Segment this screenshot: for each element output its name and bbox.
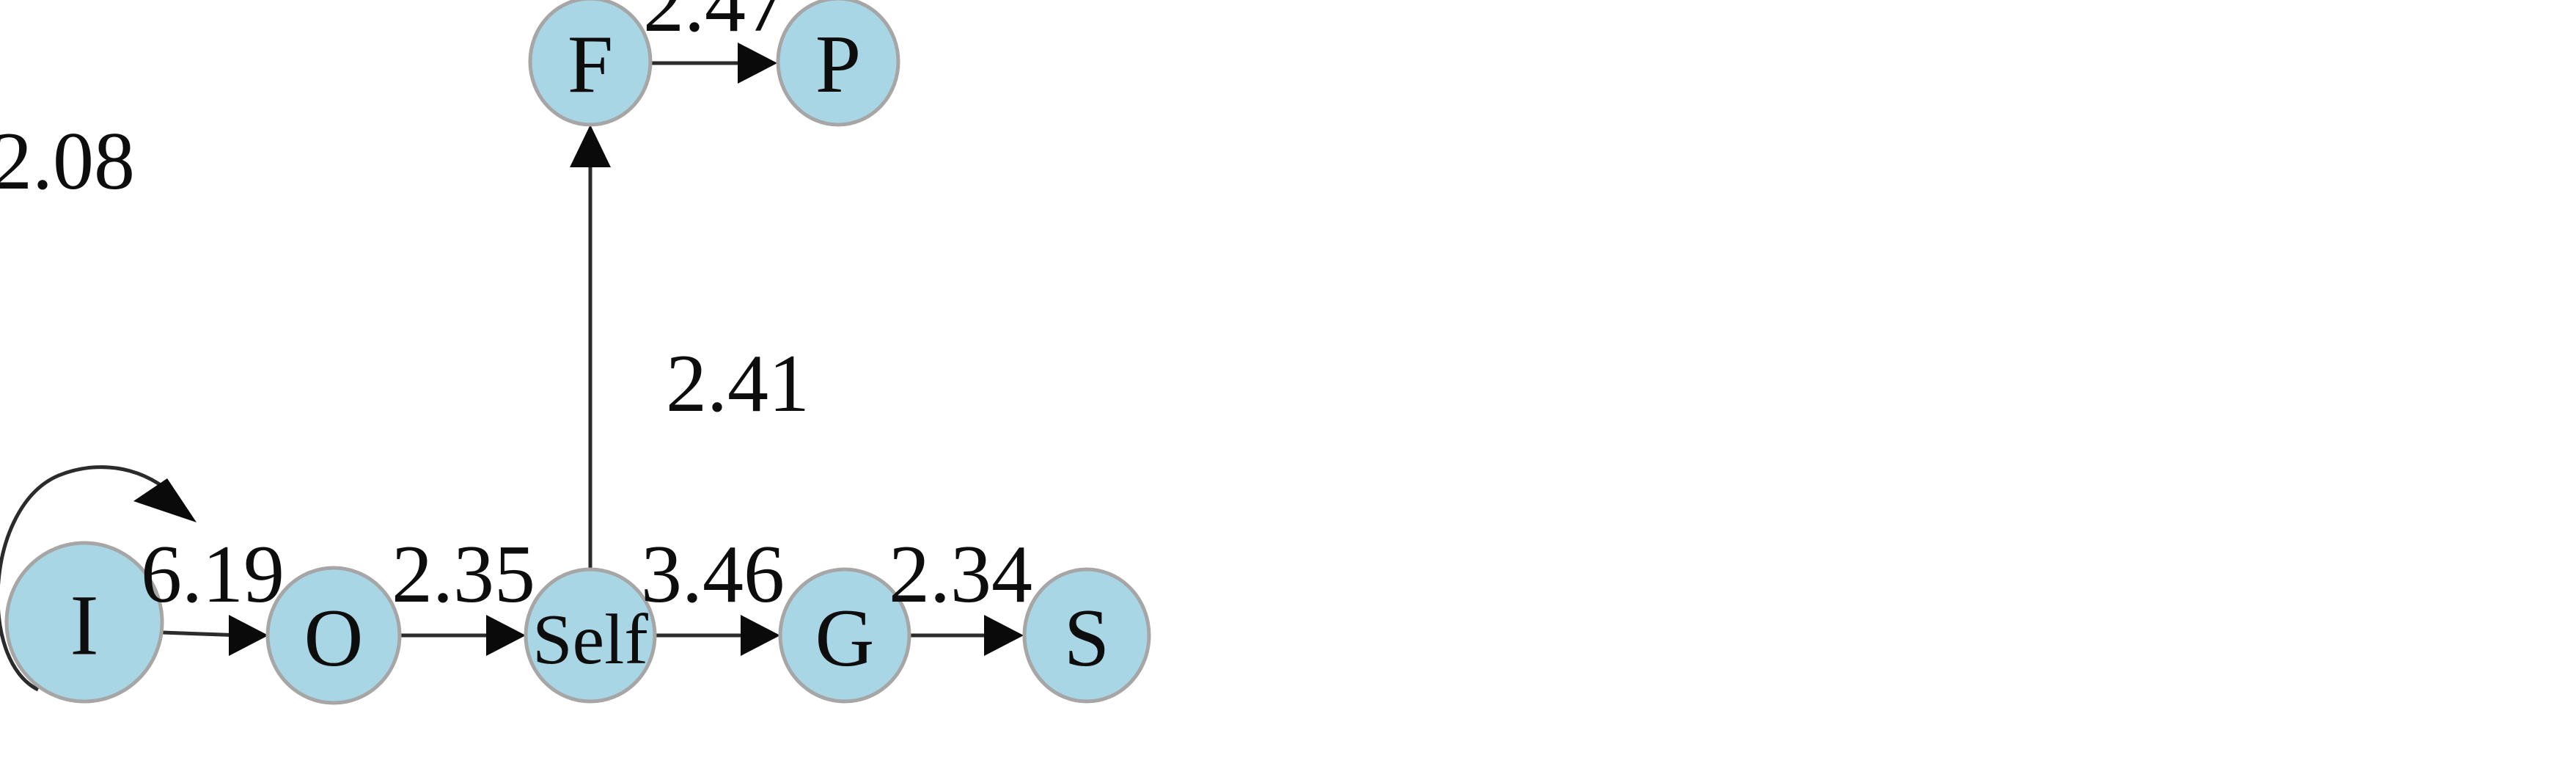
edge-label-o-to-self: 2.35 [392,529,535,620]
edge-label-i-to-o: 6.19 [141,529,285,620]
edge-label-g-to-s: 2.34 [889,529,1032,620]
edge-i-to-o-path [161,630,243,638]
node-self-label: Self [532,600,648,679]
edge-self-to-g[interactable] [655,615,780,656]
node-f-label: F [568,19,613,110]
edge-label-f-to-p: 2.47 [643,0,787,49]
edge-i-to-i-arrowhead [133,478,197,522]
node-p[interactable]: P [776,0,900,127]
edge-self-to-f[interactable] [570,125,611,569]
node-i[interactable]: I [4,541,164,704]
node-f[interactable]: F [528,0,653,127]
edge-i-to-o[interactable] [161,615,268,656]
edge-f-to-p-arrowhead [738,43,777,84]
node-g[interactable]: G [778,567,911,704]
edge-label-self-to-f: 2.41 [666,338,810,429]
edge-label-self-to-g: 3.46 [641,529,785,620]
node-o-label: O [304,593,364,684]
node-i-label: I [70,577,98,674]
node-g-circle [778,567,911,704]
edge-i-to-i-path [0,465,180,692]
node-o-circle [265,566,402,705]
node-f-circle [528,0,653,127]
node-self-circle [524,567,657,704]
edge-self-to-g-arrowhead [741,615,780,656]
node-s-circle [1022,567,1151,704]
nodes-layer: I O Self G S F [4,0,1151,705]
node-p-label: P [815,19,861,110]
edge-self-to-f-arrowhead [570,125,611,167]
edge-o-to-self-arrowhead [486,615,526,656]
node-g-label: G [815,593,875,684]
node-o[interactable]: O [265,566,402,705]
edge-o-to-self[interactable] [400,615,526,656]
edge-labels-layer: 2.08 6.19 2.35 3.46 2.34 2.41 2.47 [0,0,1032,620]
node-s[interactable]: S [1022,567,1151,704]
edge-label-i-to-i: 2.08 [0,116,135,207]
node-s-label: S [1064,593,1109,684]
node-self[interactable]: Self [524,567,657,704]
node-i-circle [4,541,164,704]
edge-g-to-s-arrowhead [984,615,1024,656]
edge-g-to-s[interactable] [909,615,1024,656]
edge-i-to-i[interactable] [0,465,197,692]
edge-i-to-o-arrowhead [229,615,268,656]
edges-layer [0,43,1024,692]
node-p-circle [776,0,900,127]
edge-f-to-p[interactable] [650,43,777,84]
